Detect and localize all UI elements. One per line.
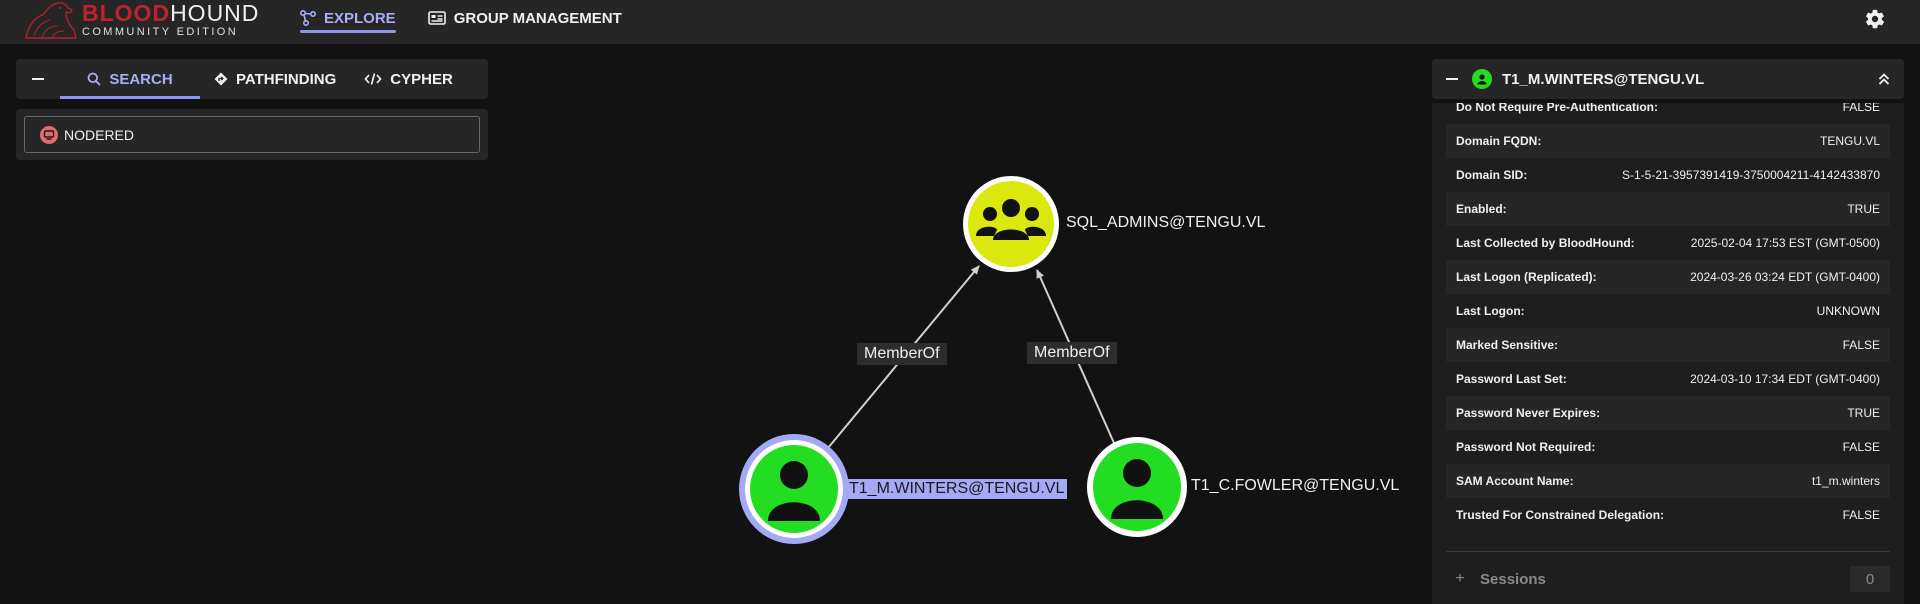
property-row: Last Collected by BloodHound: 2025-02-04 …	[1446, 226, 1890, 260]
search-panel: NODERED	[16, 109, 488, 160]
property-value: FALSE	[1842, 508, 1880, 522]
tab-search[interactable]: SEARCH	[60, 59, 200, 99]
search-icon	[87, 72, 101, 86]
sessions-section[interactable]: + Sessions 0	[1446, 564, 1890, 594]
property-row: Marked Sensitive: FALSE	[1446, 328, 1890, 362]
tab-search-label: SEARCH	[109, 70, 173, 88]
sessions-count-badge: 0	[1850, 566, 1890, 592]
sessions-label: Sessions	[1480, 570, 1546, 588]
section-divider	[1446, 551, 1890, 552]
entity-title: T1_M.WINTERS@TENGU.VL	[1502, 70, 1705, 88]
property-key: Last Logon:	[1456, 304, 1525, 318]
property-value: FALSE	[1842, 103, 1880, 114]
node-type-icon	[40, 125, 58, 144]
property-row: Trusted For Constrained Delegation: FALSE	[1446, 498, 1890, 532]
node-label-user-selected: T1_M.WINTERS@TENGU.VL	[847, 479, 1067, 499]
collapse-all-button[interactable]	[1864, 72, 1904, 86]
property-key: Domain FQDN:	[1456, 134, 1542, 148]
property-key: Marked Sensitive:	[1456, 338, 1559, 352]
directions-icon	[214, 72, 228, 86]
property-key: Last Collected by BloodHound:	[1456, 236, 1635, 250]
property-value: FALSE	[1842, 440, 1880, 454]
bloodhound-logo[interactable]: BLOODHOUND COMMUNITY EDITION	[22, 0, 259, 40]
main-nav: EXPLORE GROUP MANAGEMENT	[300, 0, 622, 36]
property-row: Password Last Set: 2024-03-10 17:34 EDT (…	[1446, 362, 1890, 396]
property-value: 2024-03-10 17:34 EDT (GMT-0400)	[1690, 372, 1880, 386]
nav-explore[interactable]: EXPLORE	[300, 0, 396, 36]
property-key: Last Logon (Replicated):	[1456, 270, 1597, 284]
graph-edges	[739, 176, 1187, 544]
tab-cypher-label: CYPHER	[390, 70, 453, 88]
edge-label-left[interactable]: MemberOf	[857, 343, 947, 365]
brand-name-white: HOUND	[170, 0, 260, 26]
user-icon	[1477, 74, 1487, 85]
property-value: TRUE	[1847, 202, 1880, 216]
brand-name-red: BLOOD	[82, 0, 171, 26]
gear-icon[interactable]	[1864, 8, 1886, 30]
property-key: Password Last Set:	[1456, 372, 1567, 386]
node-user-other[interactable]	[1087, 437, 1187, 537]
hound-logo-icon	[25, 2, 77, 39]
node-user-selected[interactable]	[739, 434, 849, 544]
node-label-user-other: T1_C.FOWLER@TENGU.VL	[1191, 477, 1400, 494]
property-key: SAM Account Name:	[1456, 474, 1574, 488]
property-key: Do Not Require Pre-Authentication:	[1456, 103, 1659, 114]
collapse-search-button[interactable]	[16, 59, 60, 99]
search-tabs-panel: SEARCH PATHFINDING CYPHER	[16, 59, 488, 99]
entity-properties[interactable]: Do Not Require Pre-Authentication:FALSE …	[1432, 103, 1904, 604]
property-value: FALSE	[1842, 338, 1880, 352]
property-value: UNKNOWN	[1816, 304, 1880, 318]
property-list: Do Not Require Pre-Authentication:FALSE …	[1446, 103, 1890, 532]
property-row: Last Logon: UNKNOWN	[1446, 294, 1890, 328]
property-key: Password Not Required:	[1456, 440, 1596, 454]
user-icon	[1111, 459, 1163, 519]
node-group[interactable]	[963, 176, 1059, 272]
edge-label-right[interactable]: MemberOf	[1027, 342, 1117, 364]
entity-details-header: T1_M.WINTERS@TENGU.VL	[1432, 59, 1904, 99]
property-key: Password Never Expires:	[1456, 406, 1601, 420]
nav-group-management[interactable]: GROUP MANAGEMENT	[427, 0, 622, 36]
collapse-details-button[interactable]	[1432, 78, 1472, 80]
id-card-icon	[427, 11, 446, 25]
property-value: 2024-03-26 03:24 EDT (GMT-0400)	[1690, 270, 1880, 284]
property-value: TRUE	[1847, 406, 1880, 420]
top-bar: BLOODHOUND COMMUNITY EDITION EXPLORE GRO…	[0, 0, 1920, 44]
user-icon	[768, 461, 820, 521]
property-value: TENGU.VL	[1819, 134, 1880, 148]
group-icon	[976, 199, 1046, 240]
node-search-value: NODERED	[64, 126, 135, 143]
property-value: 2025-02-04 17:53 EST (GMT-0500)	[1690, 236, 1880, 250]
property-value: S-1-5-21-3957391419-3750004211-414243387…	[1622, 168, 1880, 182]
node-label-group: SQL_ADMINS@TENGU.VL	[1066, 214, 1266, 231]
nav-explore-label: EXPLORE	[324, 9, 396, 27]
minus-icon	[1446, 78, 1458, 80]
property-key: Enabled:	[1456, 202, 1507, 216]
property-row: Password Never Expires: TRUE	[1446, 396, 1890, 430]
minus-icon	[32, 78, 44, 80]
tab-pathfinding[interactable]: PATHFINDING	[200, 59, 350, 99]
node-search-input[interactable]: NODERED	[24, 116, 480, 153]
property-row: Domain FQDN: TENGU.VL	[1446, 124, 1890, 158]
property-row: Domain SID: S-1-5-21-3957391419-375000421…	[1446, 158, 1890, 192]
tab-pathfinding-label: PATHFINDING	[236, 70, 337, 88]
property-row: SAM Account Name: t1_m.winters	[1446, 464, 1890, 498]
double-chevron-up-icon	[1878, 73, 1890, 85]
tab-cypher[interactable]: CYPHER	[350, 59, 467, 99]
nav-group-management-label: GROUP MANAGEMENT	[453, 9, 622, 27]
property-row: Password Not Required: FALSE	[1446, 430, 1890, 464]
property-value: t1_m.winters	[1811, 474, 1880, 488]
property-key: Trusted For Constrained Delegation:	[1456, 508, 1665, 522]
computer-icon	[43, 129, 55, 140]
explore-icon	[300, 10, 316, 26]
expand-plus-icon: +	[1455, 570, 1465, 587]
property-row: Last Logon (Replicated): 2024-03-26 03:24…	[1446, 260, 1890, 294]
property-row: Enabled: TRUE	[1446, 192, 1890, 226]
entity-details-panel: T1_M.WINTERS@TENGU.VL Do Not Require Pre…	[1432, 59, 1904, 604]
code-icon	[364, 73, 382, 85]
property-row: Do Not Require Pre-Authentication: FALSE	[1446, 103, 1890, 124]
user-node-icon	[1472, 69, 1492, 89]
graph-canvas[interactable]: MemberOf MemberOf SQL_ADMINS@TENGU.VL T1…	[0, 44, 1430, 604]
brand-edition: COMMUNITY EDITION	[82, 26, 239, 38]
property-key: Domain SID:	[1456, 168, 1528, 182]
